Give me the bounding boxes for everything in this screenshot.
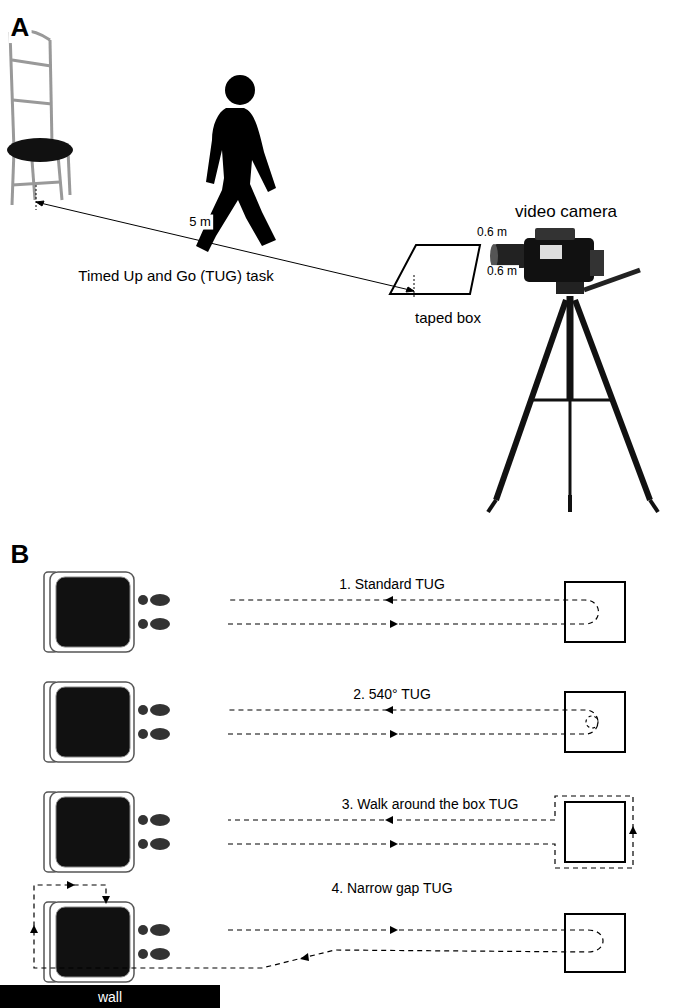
route-title: 2. 540° TUG xyxy=(351,686,433,702)
chair-seat xyxy=(7,138,73,162)
task-caption: Timed Up and Go (TUG) task xyxy=(76,267,275,284)
route-around-box xyxy=(44,792,637,872)
tripod xyxy=(488,296,658,512)
box-caption: taped box xyxy=(413,309,483,326)
chair xyxy=(10,30,70,205)
video-camera xyxy=(490,228,640,294)
route-title: 4. Narrow gap TUG xyxy=(329,880,454,896)
route-standard xyxy=(44,572,625,652)
taped-box xyxy=(390,245,480,294)
panel-letter: A xyxy=(9,13,32,43)
camera-caption: video camera xyxy=(513,202,619,222)
panel-letter: B xyxy=(9,540,32,570)
route-title: 1. Standard TUG xyxy=(337,576,447,592)
wall-bar: wall xyxy=(0,985,220,1008)
dimension: 0.6 m xyxy=(475,226,509,240)
route-narrow-gap xyxy=(30,881,625,982)
dimension: 0.6 m xyxy=(485,265,519,279)
dimension: 5 m xyxy=(187,215,213,230)
node-text: wall xyxy=(98,989,122,1005)
route-540 xyxy=(44,682,625,762)
route-title: 3. Walk around the box TUG xyxy=(340,796,521,812)
